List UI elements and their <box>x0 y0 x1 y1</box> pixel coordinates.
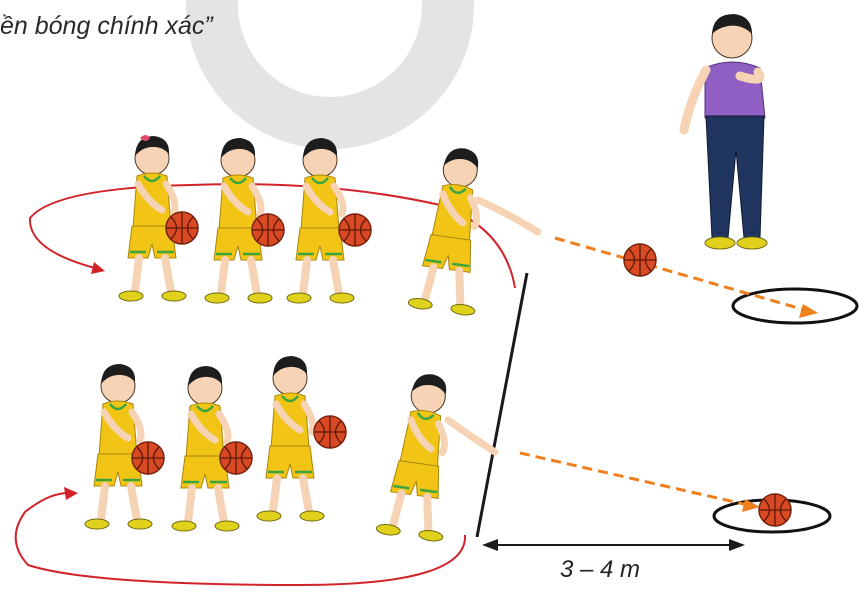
player-figure-top-3 <box>287 138 371 303</box>
player-figure-bottom-2 <box>172 366 252 531</box>
path-arrow-bottom-head-icon <box>64 487 78 500</box>
player-figure-top-4-passing <box>408 144 538 317</box>
coach-figure <box>684 14 767 249</box>
player-figure-bottom-4-passing <box>376 370 495 543</box>
player-figure-top-1 <box>119 135 198 301</box>
foul-line <box>477 273 527 537</box>
pass-trajectory-bottom <box>520 453 748 505</box>
player-figure-bottom-1 <box>85 364 164 529</box>
basketball-in-flight-icon <box>624 244 656 276</box>
pass-trajectory-top-head-icon <box>799 304 818 318</box>
caption-text: ền bóng chính xác” <box>0 12 213 41</box>
player-figure-top-2 <box>205 138 284 303</box>
distance-arrow <box>482 539 745 551</box>
player-figure-bottom-3 <box>257 356 346 521</box>
distance-label: 3 – 4 m <box>560 556 640 584</box>
watermark-ring-icon <box>212 0 448 123</box>
path-arrow-top-head-icon <box>91 262 105 274</box>
basketball-on-target-icon <box>759 494 791 526</box>
pass-trajectory-top <box>555 238 805 310</box>
